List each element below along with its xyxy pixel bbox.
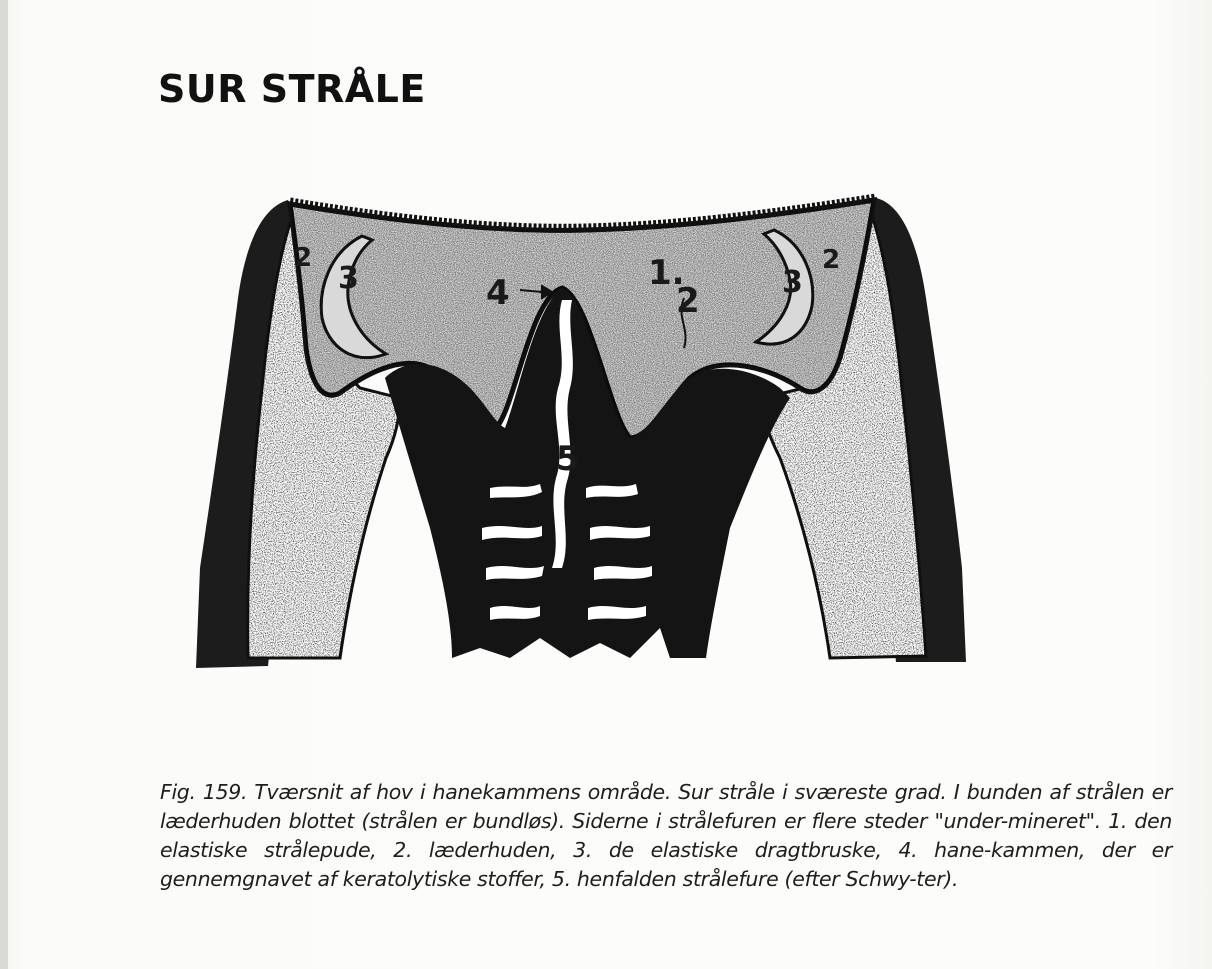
label-4: 4 [486,273,510,313]
page-gutter-shadow [0,0,8,969]
label-3-right: 3 [782,265,803,300]
label-3-left: 3 [338,261,359,296]
label-2-far-left: 2 [294,243,312,273]
hoof-illustration: 1. 2 3 3 4 5 2 2 [190,188,980,678]
label-5: 5 [556,439,580,479]
hoof-cross-section-figure: 1. 2 3 3 4 5 2 2 [190,188,980,678]
figure-caption: Fig. 159. Tværsnit af hov i hanekammens … [160,778,1172,894]
label-2-far-right: 2 [822,245,840,275]
section-heading: SUR STRÅLE [158,70,426,108]
label-2: 2 [676,281,700,321]
